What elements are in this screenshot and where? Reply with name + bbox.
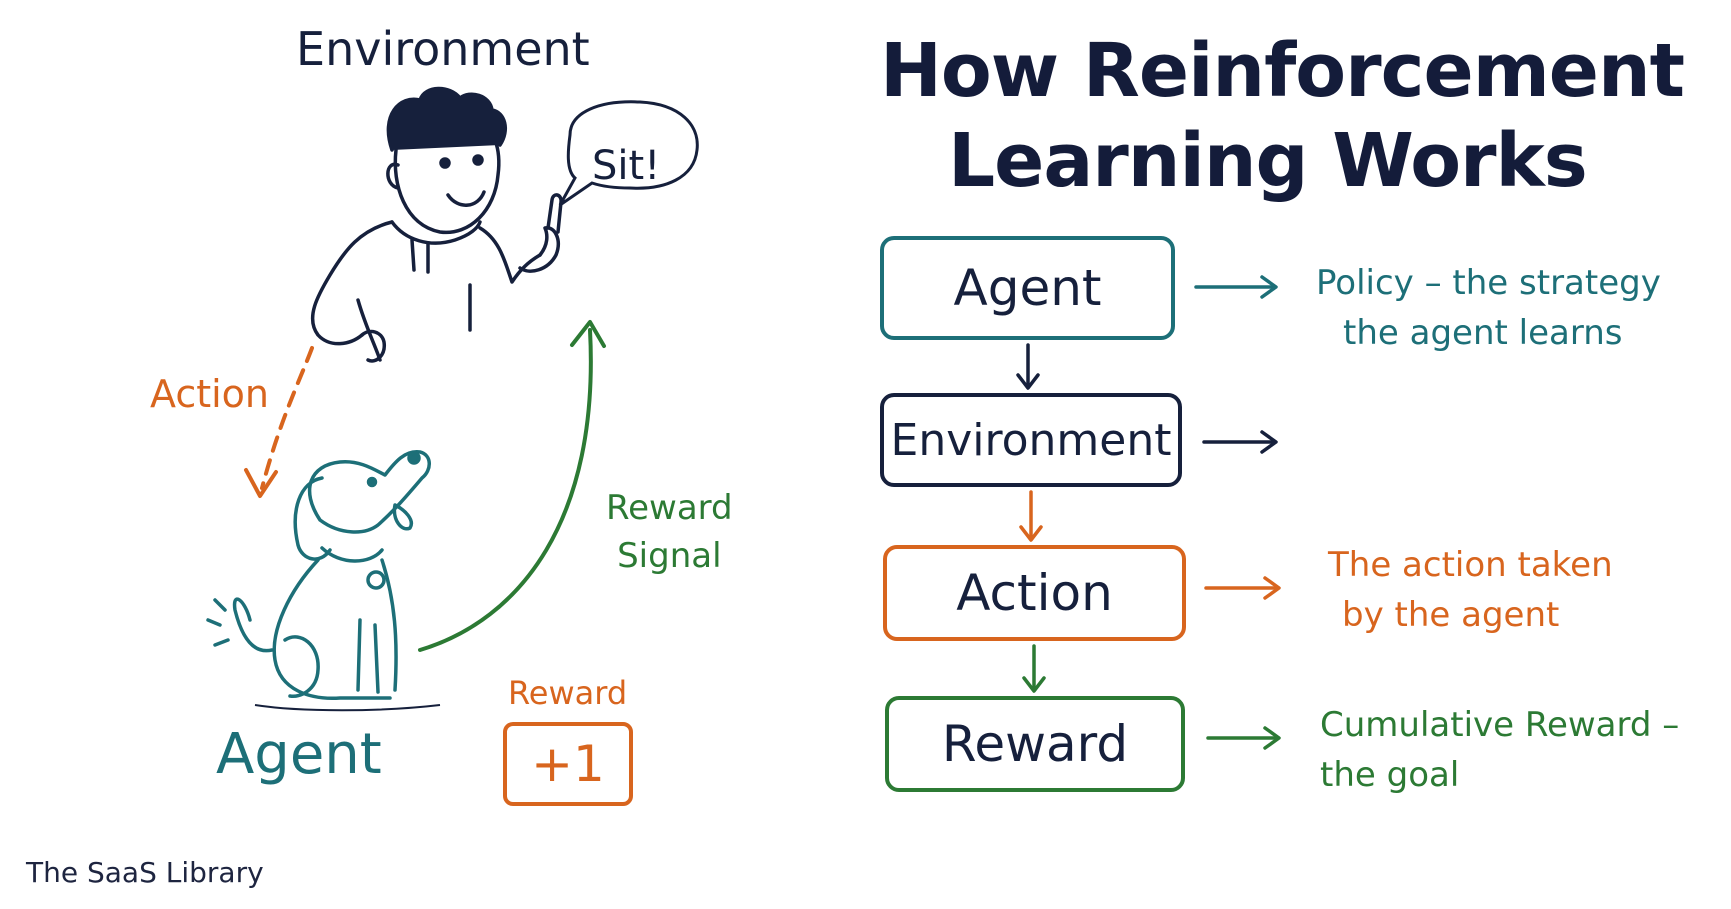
- dog-illustration: [206, 450, 431, 700]
- reward-signal-arrowhead: [570, 320, 606, 348]
- reward-label: Reward: [508, 674, 628, 712]
- action-description-line1: The action taken: [1328, 545, 1613, 585]
- flow-box-action: Action: [883, 545, 1186, 641]
- agent-label: Agent: [216, 722, 382, 787]
- arrow-environment: [1202, 430, 1278, 454]
- page-title-line1: How Reinforcement: [880, 28, 1685, 114]
- ground-shadow: [254, 704, 441, 712]
- speech-bubble-text: Sit!: [592, 143, 661, 189]
- reward-badge: +1: [503, 722, 633, 806]
- flow-arrow-action-reward: [1022, 644, 1046, 693]
- policy-description-line2: the agent learns: [1343, 313, 1623, 353]
- flow-arrow-environment-action: [1019, 490, 1043, 542]
- person-illustration: [310, 86, 563, 363]
- reward-signal-label: Reward Signal: [606, 484, 733, 580]
- flow-box-reward: Reward: [885, 696, 1185, 792]
- policy-description-line1: Policy – the strategy: [1316, 263, 1661, 303]
- flow-box-environment: Environment: [880, 393, 1182, 487]
- arrow-reward-desc: [1206, 726, 1281, 750]
- action-description: The action taken by the agent: [1328, 540, 1613, 640]
- reward-signal-line1: Reward: [606, 488, 733, 528]
- page-title-line2: Learning Works: [948, 118, 1588, 204]
- reward-description-line2: the goal: [1320, 755, 1460, 795]
- action-arrow: [260, 346, 314, 490]
- action-description-line2: by the agent: [1342, 595, 1560, 635]
- policy-description: Policy – the strategy the agent learns: [1316, 258, 1661, 358]
- reward-description: Cumulative Reward – the goal: [1320, 700, 1679, 800]
- environment-label: Environment: [296, 22, 590, 76]
- speech-bubble-shape: [558, 100, 699, 207]
- reward-description-line1: Cumulative Reward –: [1320, 705, 1680, 745]
- action-label: Action: [150, 372, 270, 416]
- arrow-action-desc: [1204, 576, 1281, 600]
- arrow-agent-policy: [1194, 275, 1278, 299]
- flow-box-agent: Agent: [880, 236, 1175, 340]
- reward-signal-arrow: [418, 328, 593, 652]
- footer-brand: The SaaS Library: [26, 856, 264, 889]
- action-arrowhead: [244, 468, 278, 498]
- reward-signal-line2: Signal: [617, 536, 722, 576]
- flow-arrow-agent-environment: [1016, 343, 1040, 390]
